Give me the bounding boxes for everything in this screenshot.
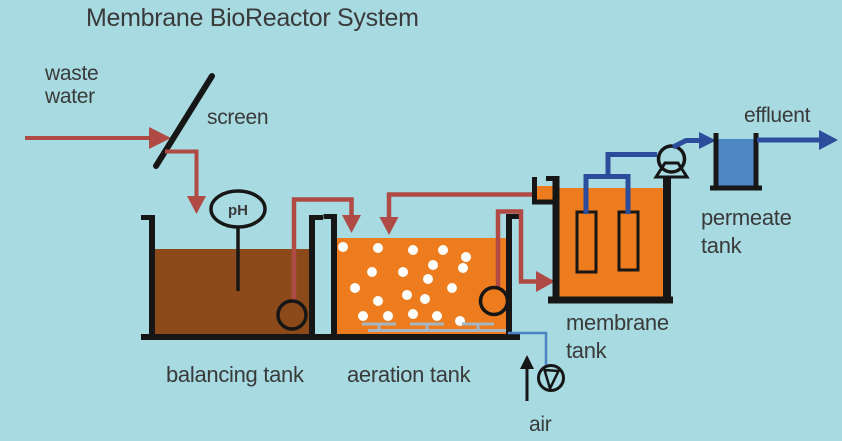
aeration-pump-ball-icon — [478, 285, 510, 317]
effluent-arrow — [757, 130, 838, 150]
permeate-pump-icon — [653, 144, 690, 179]
balancing-to-aeration-pipe — [291, 197, 361, 303]
transfer-pipe-line — [291, 197, 354, 303]
balancing-tank-liquid — [155, 249, 309, 334]
membrane-tank-label-line1: membrane — [566, 310, 669, 335]
transfer-arrowhead-icon — [342, 215, 361, 233]
screen-label: screen — [207, 106, 268, 129]
pump-to-permeate-arrow — [671, 132, 716, 150]
screened-water-arrowhead-icon — [187, 196, 206, 214]
permeate-tank-label: permeate tank — [701, 205, 792, 258]
diagram-title: Membrane BioReactor System — [86, 4, 419, 32]
effluent-arrowhead-icon — [819, 130, 838, 150]
pump-discharge-arrowhead-icon — [699, 132, 716, 149]
membrane-tank-liquid — [559, 188, 664, 297]
effluent-label: effluent — [744, 104, 811, 127]
ph-meter-icon — [209, 189, 267, 229]
diffuser-tees — [362, 322, 494, 330]
feed-pipe-line — [495, 209, 538, 289]
feed-arrowhead-icon — [536, 271, 555, 292]
blower-triangle — [542, 368, 561, 392]
recycle-pipe-line — [386, 192, 536, 218]
permeate-suction-piping — [583, 152, 657, 214]
aeration-tank-label: aeration tank — [347, 362, 472, 387]
balancing-tank-label: balancing tank — [166, 362, 305, 387]
balancing-mixer-ball-icon — [276, 299, 308, 331]
aeration-tank — [323, 214, 520, 340]
air-supply-line — [508, 331, 548, 366]
permeate-tank-label-line1: permeate — [701, 205, 792, 230]
waste-water-line2: water — [44, 85, 95, 108]
membrane-tank — [532, 152, 673, 304]
balancing-tank — [141, 215, 323, 340]
permeate-tank-walls — [713, 133, 759, 190]
air-supply: air — [508, 331, 565, 436]
aeration-bubbles — [338, 242, 471, 326]
waste-water-line1: waste — [44, 62, 98, 85]
air-diffusers-icon — [362, 322, 509, 332]
ph-meter: pH — [209, 189, 267, 291]
influent-arrowhead-icon — [149, 127, 171, 149]
air-label: air — [529, 413, 552, 436]
permeate-tank — [710, 133, 762, 191]
permeate-tank-label-line2: tank — [701, 233, 743, 258]
air-intake-arrowhead-icon — [520, 355, 534, 369]
screened-water-line — [165, 149, 199, 198]
permeate-tank-liquid — [718, 139, 754, 186]
ph-meter-label: pH — [228, 202, 248, 219]
pump-body — [656, 144, 687, 174]
recycle-arrowhead-icon — [379, 217, 399, 235]
balancing-tank-walls — [149, 215, 315, 340]
aeration-to-membrane-pipe — [495, 209, 555, 292]
membrane-to-aeration-recycle-pipe — [379, 192, 536, 235]
membrane-tank-label-line2: tank — [566, 338, 608, 363]
waste-water-label: waste water — [44, 62, 99, 108]
pump-discharge-line — [671, 138, 701, 150]
membrane-tank-label: membrane tank — [566, 310, 669, 363]
influent-arrow — [25, 127, 171, 149]
screened-water-arrow — [165, 149, 206, 214]
aeration-tank-walls — [331, 214, 512, 340]
